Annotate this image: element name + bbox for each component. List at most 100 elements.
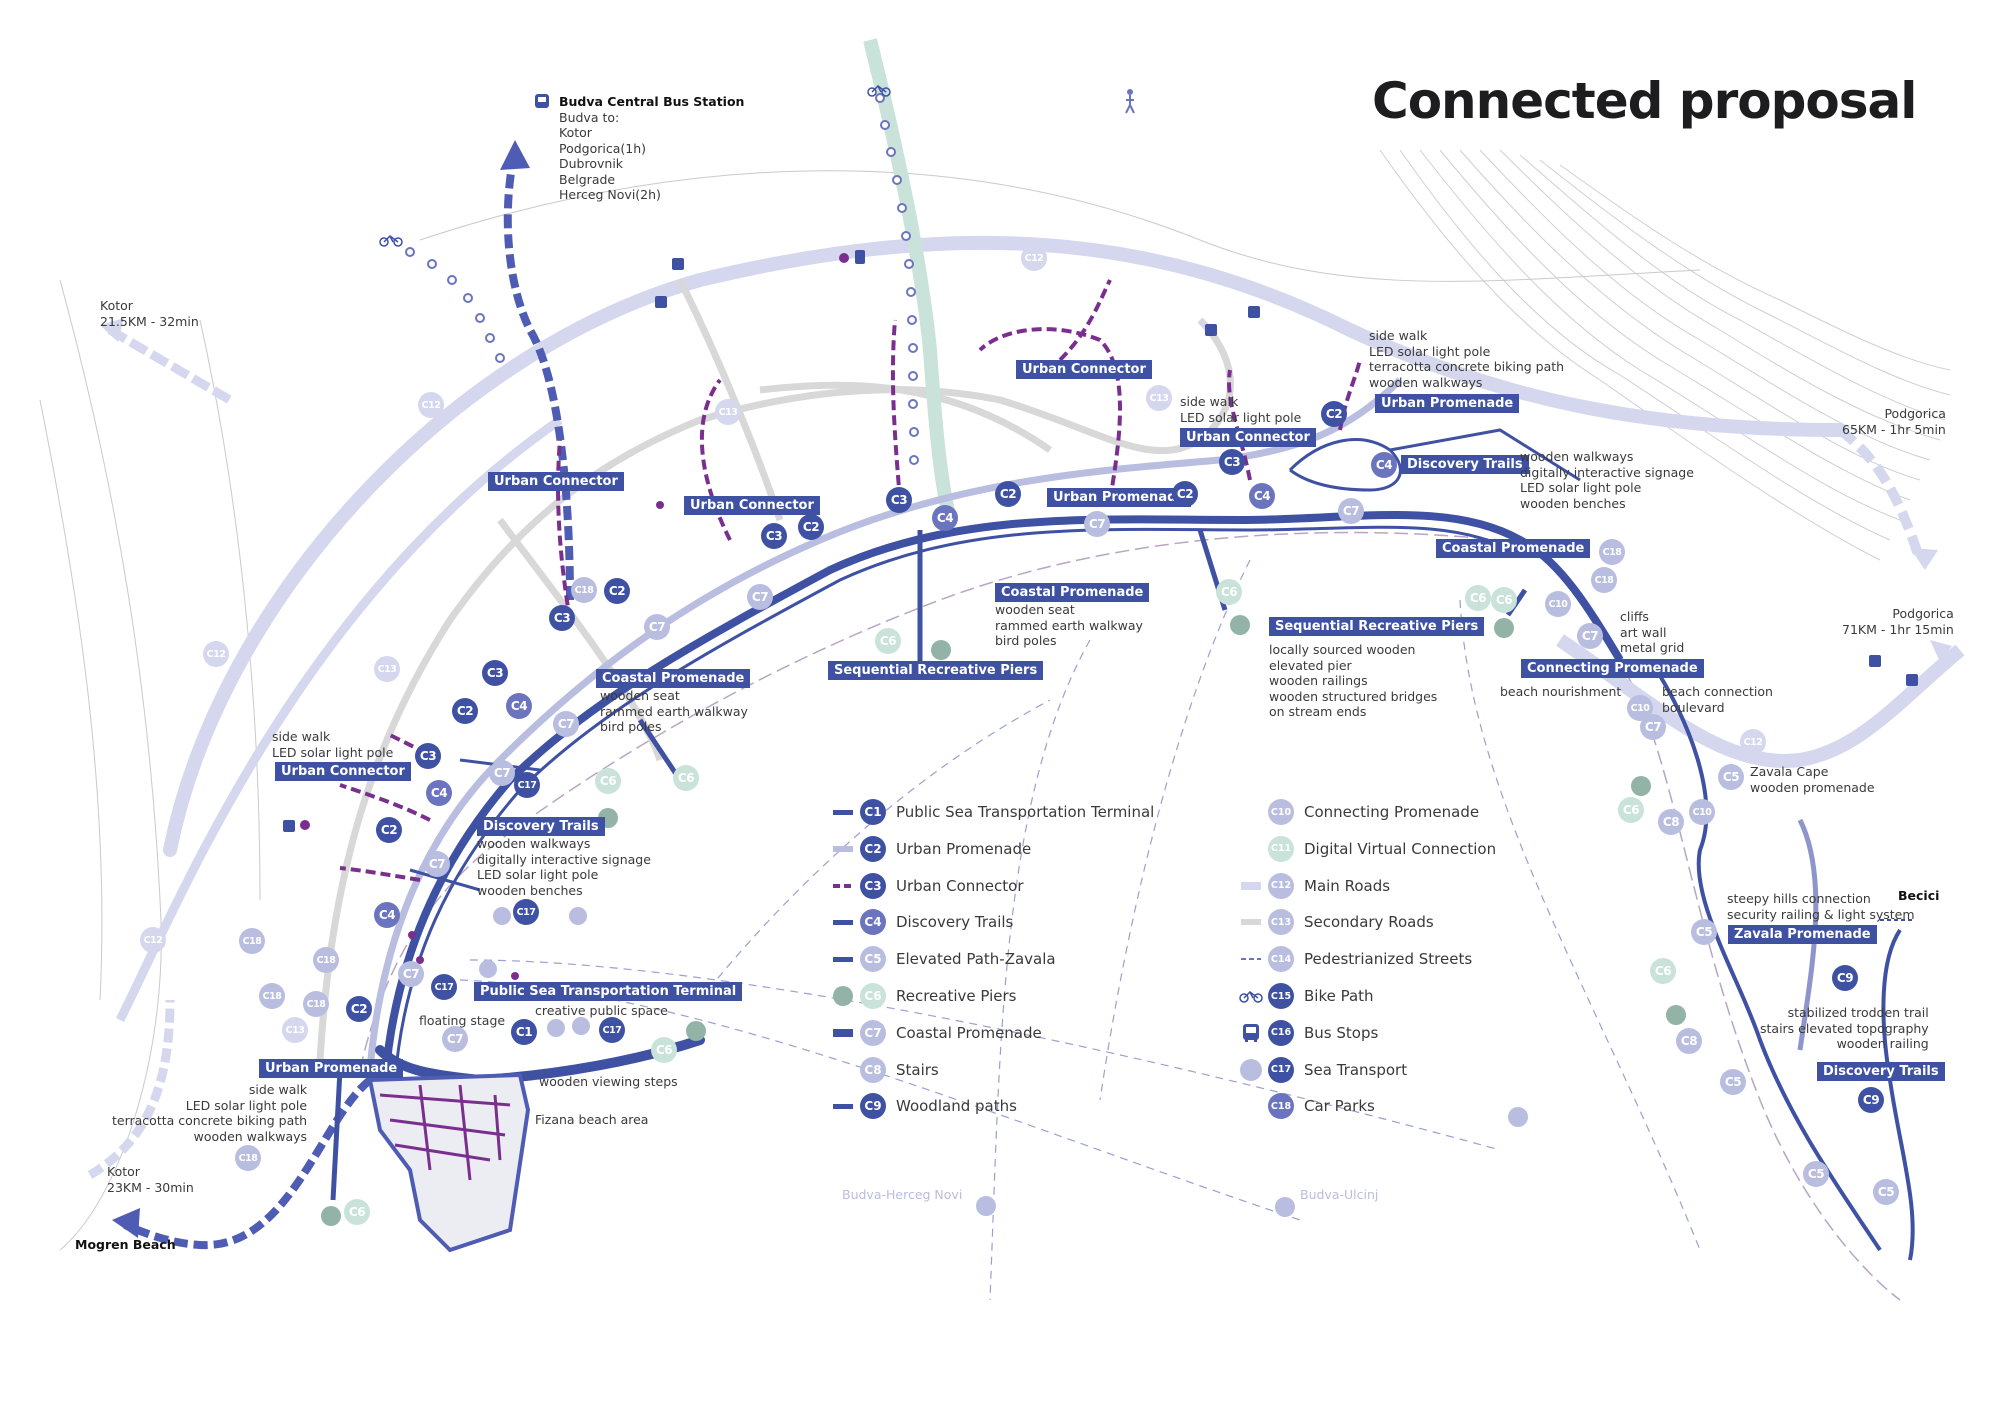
coastal-promenade-inner [393,525,1521,1081]
bus-line: Podgorica(1h) [559,140,647,156]
legend-item-c7: C7 Coastal Promenade [830,1019,1042,1047]
note-beach-connection: beach connection boulevard [1662,684,1773,715]
legend-symbol [830,1056,856,1084]
legend-symbol [830,908,856,936]
badge-c3: C3 [886,487,912,513]
note-beach-nourishment: beach nourishment [1500,684,1622,699]
note-urban-connector-west: side walk LED solar light pole [272,729,394,760]
badge-c3: C3 [415,743,441,769]
badge-c6: C6 [651,1037,677,1063]
legend-symbol [1238,872,1264,900]
badge-c13: C13 [374,656,400,682]
zavala-path-c5 [1648,658,1882,1252]
legend-line-solid-dark [833,1103,853,1109]
legend-label: Secondary Roads [1304,913,1434,932]
legend-symbol [830,1019,856,1047]
badge-c4: C4 [1249,483,1275,509]
badge-c18: C18 [303,991,329,1017]
legend-label: Coastal Promenade [896,1023,1042,1042]
tag-urban-connector: Urban Connector [684,496,820,515]
legend-label: Bus Stops [1304,1023,1379,1042]
place-becici: Becici [1898,888,1940,903]
legend-badge: C12 [1268,872,1294,899]
badge-c12: C12 [1021,245,1047,271]
badge-c7: C7 [398,961,424,987]
badge-c3: C3 [549,605,575,631]
place-mogren-beach: Mogren Beach [75,1237,176,1252]
tag-coastal-promenade: Coastal Promenade [995,583,1150,602]
note-urban-connector-side: side walk LED solar light pole [1180,394,1302,425]
tag-discovery-trails: Discovery Trails [1817,1062,1945,1081]
legend-symbol [830,872,856,900]
tag-discovery-trails: Discovery Trails [1401,455,1529,474]
bus-stop-icons [283,250,1918,832]
kotor-arrow [107,326,233,404]
badge-c18: C18 [239,928,265,954]
legend-badge: C3 [860,872,886,899]
legend-badge: C7 [860,1019,886,1046]
badge-c2: C2 [452,698,478,724]
badge-c7: C7 [1084,511,1110,537]
legend-label: Car Parks [1304,1097,1375,1116]
legend-badge: C2 [860,835,886,862]
legend-label: Elevated Path-Zavala [896,950,1056,969]
badge-c17: C17 [513,899,539,925]
kotor-south-arrow [87,999,175,1179]
badge-c7: C7 [747,584,773,610]
badge-c18: C18 [313,947,339,973]
tag-urban-connector: Urban Connector [275,762,411,781]
legend-symbol [1238,945,1264,973]
legend-badge: C9 [860,1093,886,1120]
note-urban-promenade-ne: side walk LED solar light pole terracott… [1369,328,1565,390]
badge-c18: C18 [259,983,285,1009]
bus-station-name: Budva Central Bus Station [559,94,745,109]
badge-c18: C18 [235,1145,261,1171]
badge-c13: C13 [282,1017,308,1043]
main-road-c12 [163,235,1847,857]
note-coastal-promenade-mid: wooden seat rammed earth walkway bird po… [995,602,1143,648]
legend-label: Bike Path [1304,987,1374,1005]
legend-badge: C17 [1268,1056,1294,1083]
badge-c6: C6 [344,1199,370,1225]
tag-urban-promenade: Urban Promenade [1375,394,1520,413]
purple-markers [300,253,849,980]
badge-c12: C12 [418,392,444,418]
badge-c13: C13 [1146,385,1172,411]
badge-c7: C7 [442,1026,468,1052]
tag-urban-connector: Urban Connector [1180,428,1316,447]
podgorica-north-arrowhead [1910,548,1938,570]
tag-discovery-trails: Discovery Trails [477,817,605,836]
badge-c5: C5 [1718,764,1744,790]
bus-line: Budva to: [559,109,620,125]
badge-c12: C12 [140,927,166,953]
sea-transport-icons [479,907,1528,1217]
legend-badge: C8 [860,1056,886,1083]
badge-c13: C13 [715,399,741,425]
main-road-south-east [1556,634,1965,768]
ferry-herceg-novi: Budva-Herceg Novi [842,1187,963,1202]
legend-item-c12: C12 Main Roads [1238,872,1390,900]
badge-c3: C3 [761,523,787,549]
legend-label: Pedestrianized Streets [1304,950,1473,969]
legend-symbol [1238,908,1264,936]
legend-label: Main Roads [1304,876,1391,895]
legend-line-solid-dark [833,919,853,925]
secondary-roads [316,278,1234,1061]
legend-line-solid-dark [833,956,853,962]
bike-icon [867,85,891,97]
legend-symbol [1238,982,1264,1010]
legend-line-dash-purple [833,883,853,888]
legend-label: Stairs [896,1060,939,1079]
badge-c10: C10 [1545,591,1571,617]
bike-path-corridor [863,38,957,522]
tag-coastal-promenade: Coastal Promenade [596,669,751,688]
badge-c4: C4 [932,505,958,531]
